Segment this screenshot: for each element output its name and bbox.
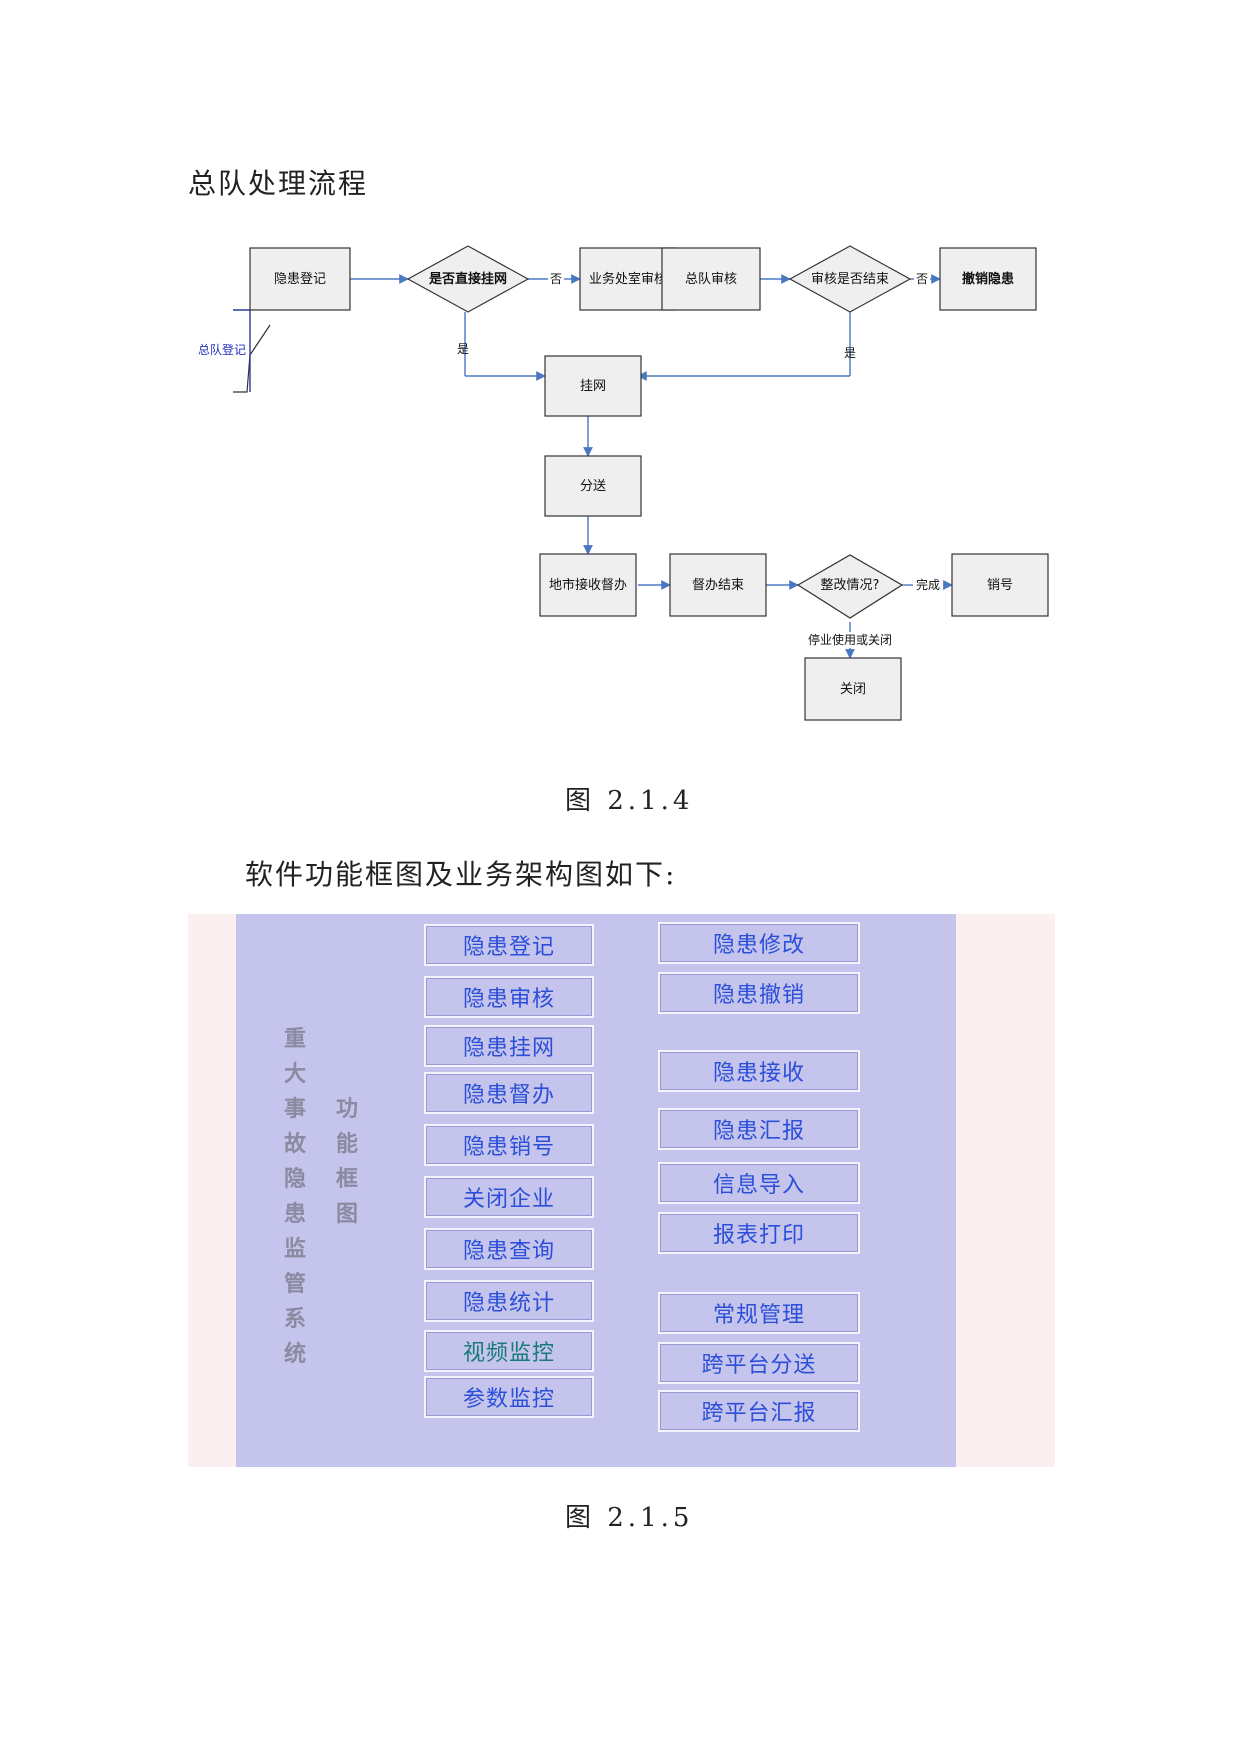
flow-node-local-supervise: 地市接收督办 xyxy=(539,553,637,617)
function-item: 隐患修改 xyxy=(658,922,860,964)
svg-text:督办结束: 督办结束 xyxy=(692,578,744,593)
flow-node-cancel: 撤销隐患 xyxy=(939,247,1037,311)
edge-label-stop: 停业使用或关闭 xyxy=(808,632,892,647)
edge-label-no: 否 xyxy=(550,272,562,286)
section-heading-function: 软件功能框图及业务架构图如下: xyxy=(245,858,677,891)
svg-text:地市接收督办: 地市接收督办 xyxy=(549,577,627,593)
title-char: 监 xyxy=(284,1237,307,1262)
function-item: 信息导入 xyxy=(658,1162,860,1204)
title-char: 事 xyxy=(284,1097,307,1122)
title-char: 重 xyxy=(284,1027,307,1052)
flow-node-dispatch: 分送 xyxy=(544,455,642,517)
function-item: 报表打印 xyxy=(658,1212,860,1254)
title-char: 隐 xyxy=(284,1167,307,1192)
function-item: 跨平台分送 xyxy=(658,1342,860,1384)
title-char: 患 xyxy=(284,1202,307,1227)
flow-node-corps-review: 总队审核 xyxy=(661,247,761,311)
svg-text:撤销隐患: 撤销隐患 xyxy=(962,271,1014,287)
svg-text:关闭: 关闭 xyxy=(840,682,866,697)
function-item: 隐患查询 xyxy=(424,1228,594,1270)
svg-text:隐患登记: 隐患登记 xyxy=(274,272,326,287)
edge-label-yes: 是 xyxy=(457,342,469,356)
function-item: 关闭企业 xyxy=(424,1176,594,1218)
side-note: 总队登记 xyxy=(198,342,246,357)
svg-text:审核是否结束: 审核是否结束 xyxy=(811,272,889,287)
function-diagram-panel: 重大事故隐患监管系统 功能框图 隐患登记隐患审核隐患挂网隐患督办隐患销号关闭企业… xyxy=(236,914,956,1467)
section-heading-flow: 总队处理流程 xyxy=(188,167,369,200)
svg-text:销号: 销号 xyxy=(987,578,1013,593)
svg-text:是否直接挂网: 是否直接挂网 xyxy=(428,271,507,287)
edge-label-no: 否 xyxy=(916,272,928,286)
function-item: 隐患汇报 xyxy=(658,1108,860,1150)
function-item: 视频监控 xyxy=(424,1330,594,1372)
function-item: 隐患接收 xyxy=(658,1050,860,1092)
title-char: 功 xyxy=(336,1097,359,1122)
function-item: 常规管理 xyxy=(658,1292,860,1334)
flow-decision-review-done: 审核是否结束 xyxy=(788,245,912,313)
title-char: 管 xyxy=(284,1272,307,1297)
function-item: 隐患统计 xyxy=(424,1280,594,1322)
svg-text:业务处室审核: 业务处室审核 xyxy=(589,271,667,287)
function-item: 隐患审核 xyxy=(424,976,594,1018)
svg-text:整改情况?: 整改情况? xyxy=(821,578,880,593)
title-char: 框 xyxy=(336,1167,359,1192)
edge-label-yes: 是 xyxy=(844,346,856,360)
flow-node-shutdown: 关闭 xyxy=(804,657,902,721)
title-char: 系 xyxy=(284,1307,307,1332)
svg-text:分送: 分送 xyxy=(580,479,606,494)
block-title: 功能框图 xyxy=(336,1092,358,1232)
svg-text:总队审核: 总队审核 xyxy=(685,272,737,287)
flow-decision-direct-publish: 是否直接挂网 xyxy=(406,245,530,313)
flow-node-close-number: 销号 xyxy=(951,553,1049,617)
flow-node-dept-review: 业务处室审核 xyxy=(579,247,677,311)
svg-text:挂网: 挂网 xyxy=(580,379,606,394)
system-title: 重大事故隐患监管系统 xyxy=(284,1022,306,1372)
flow-node-publish: 挂网 xyxy=(544,355,642,417)
function-item: 参数监控 xyxy=(424,1376,594,1418)
title-char: 图 xyxy=(336,1202,359,1227)
function-item: 隐患销号 xyxy=(424,1124,594,1166)
title-char: 统 xyxy=(284,1342,307,1367)
figure-caption: 图 2.1.4 xyxy=(565,786,694,816)
figure-caption: 图 2.1.5 xyxy=(565,1503,694,1533)
title-char: 故 xyxy=(284,1132,307,1157)
title-char: 大 xyxy=(284,1062,307,1087)
flowchart: 隐患登记 是否直接挂网 业务处室审核 总队审核 审核是否结束 撤销隐患 挂网 分… xyxy=(198,245,1049,721)
edge-label-done: 完成 xyxy=(916,577,940,592)
title-char: 能 xyxy=(336,1132,359,1157)
function-item: 隐患挂网 xyxy=(424,1025,594,1067)
function-item: 隐患登记 xyxy=(424,924,594,966)
flow-decision-rectify: 整改情况? xyxy=(796,554,904,619)
function-diagram: 重大事故隐患监管系统 功能框图 隐患登记隐患审核隐患挂网隐患督办隐患销号关闭企业… xyxy=(188,914,1055,1467)
flow-node-register: 隐患登记 xyxy=(249,247,351,311)
function-item: 跨平台汇报 xyxy=(658,1390,860,1432)
function-item: 隐患督办 xyxy=(424,1072,594,1114)
flow-node-supervise-end: 督办结束 xyxy=(669,553,767,617)
function-item: 隐患撤销 xyxy=(658,972,860,1014)
